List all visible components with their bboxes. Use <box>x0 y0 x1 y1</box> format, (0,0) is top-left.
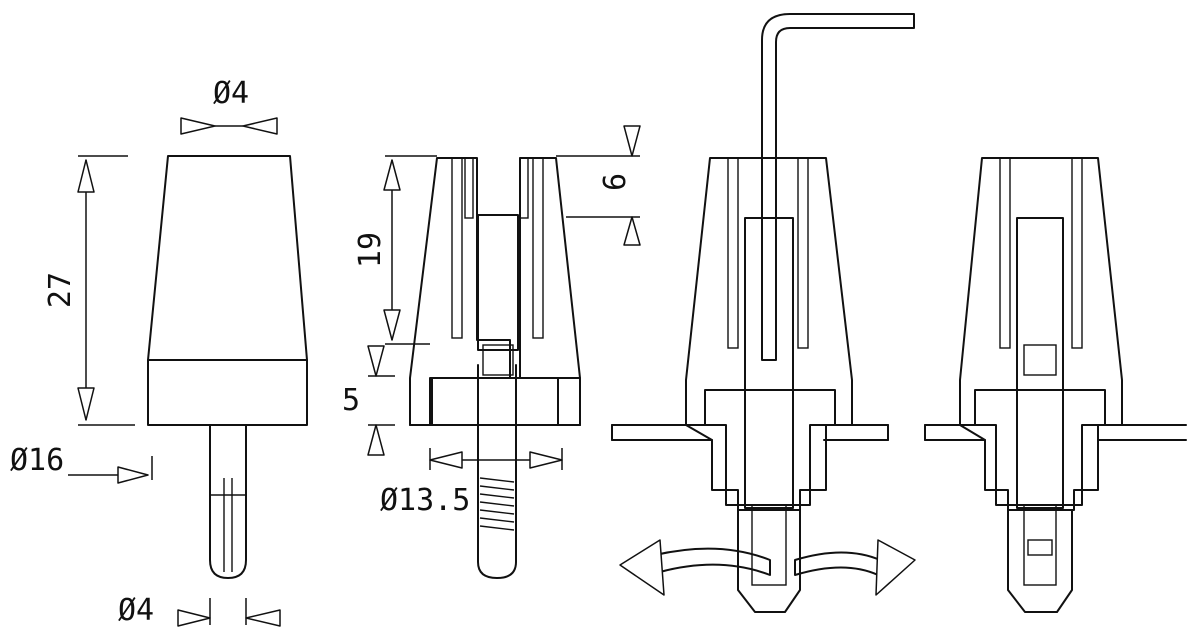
hex-key <box>761 13 915 361</box>
dimension-top-diameter: Ø4 <box>180 76 278 135</box>
dimension-bore-diameter: Ø13.5 <box>380 448 563 518</box>
tip-hatch <box>1007 509 1073 613</box>
dimension-collar-5: 5 <box>342 345 395 456</box>
label-top-diameter: Ø4 <box>213 76 249 111</box>
rotation-arrow-right <box>794 551 881 576</box>
rotation-arrow-left <box>654 547 771 576</box>
tip-detail <box>1027 539 1053 556</box>
dimension-base-diameter: Ø16 <box>10 443 153 484</box>
section-hatch-right <box>519 157 581 426</box>
dimension-slot-6: 6 <box>556 125 641 246</box>
insert-hatch <box>974 389 1106 506</box>
slot <box>1071 157 1083 349</box>
cap-hatch <box>959 157 1123 511</box>
rotation-arrowhead-left <box>619 539 665 596</box>
insert-hatch <box>704 389 836 506</box>
cap-hatch <box>685 157 853 511</box>
label-height-27: 27 <box>43 272 78 308</box>
pin <box>209 424 247 579</box>
socket-cap <box>482 344 514 376</box>
tip-bore <box>1023 504 1057 586</box>
label-slot-6: 6 <box>598 173 633 191</box>
label-pin-diameter: Ø4 <box>118 593 154 628</box>
dimension-height-27: 27 <box>43 155 135 426</box>
dimension-pin-diameter: Ø4 <box>118 593 281 628</box>
socket-cap <box>1023 344 1057 376</box>
slot <box>999 157 1011 349</box>
label-collar-5: 5 <box>342 383 360 418</box>
collar-cavity <box>429 377 581 426</box>
dimension-depth-19: 19 <box>353 155 437 345</box>
mounted-view-with-key <box>611 13 916 613</box>
mounted-view <box>924 157 1187 613</box>
slot <box>532 157 544 339</box>
spring-coil <box>479 477 515 531</box>
contact-pin <box>477 364 517 579</box>
label-depth-19: 19 <box>353 232 388 268</box>
central-bore <box>1016 217 1064 509</box>
inner-socket <box>477 214 519 351</box>
slot <box>727 157 739 349</box>
central-bore <box>744 217 794 509</box>
exterior-view: Ø4 27 Ø16 Ø4 <box>10 76 308 628</box>
tip-hatch <box>737 509 801 613</box>
slot <box>797 157 809 349</box>
slot <box>519 157 529 219</box>
section-hatch-left <box>409 157 511 426</box>
slot <box>451 157 463 339</box>
plug-body <box>147 155 308 426</box>
rotation-arrowhead-right <box>875 539 916 596</box>
label-bore-diameter: Ø13.5 <box>380 483 470 518</box>
slot <box>464 157 474 219</box>
section-view: 19 6 5 Ø13.5 <box>342 125 641 579</box>
label-base-diameter: Ø16 <box>10 443 64 478</box>
tip-bore <box>751 504 787 586</box>
